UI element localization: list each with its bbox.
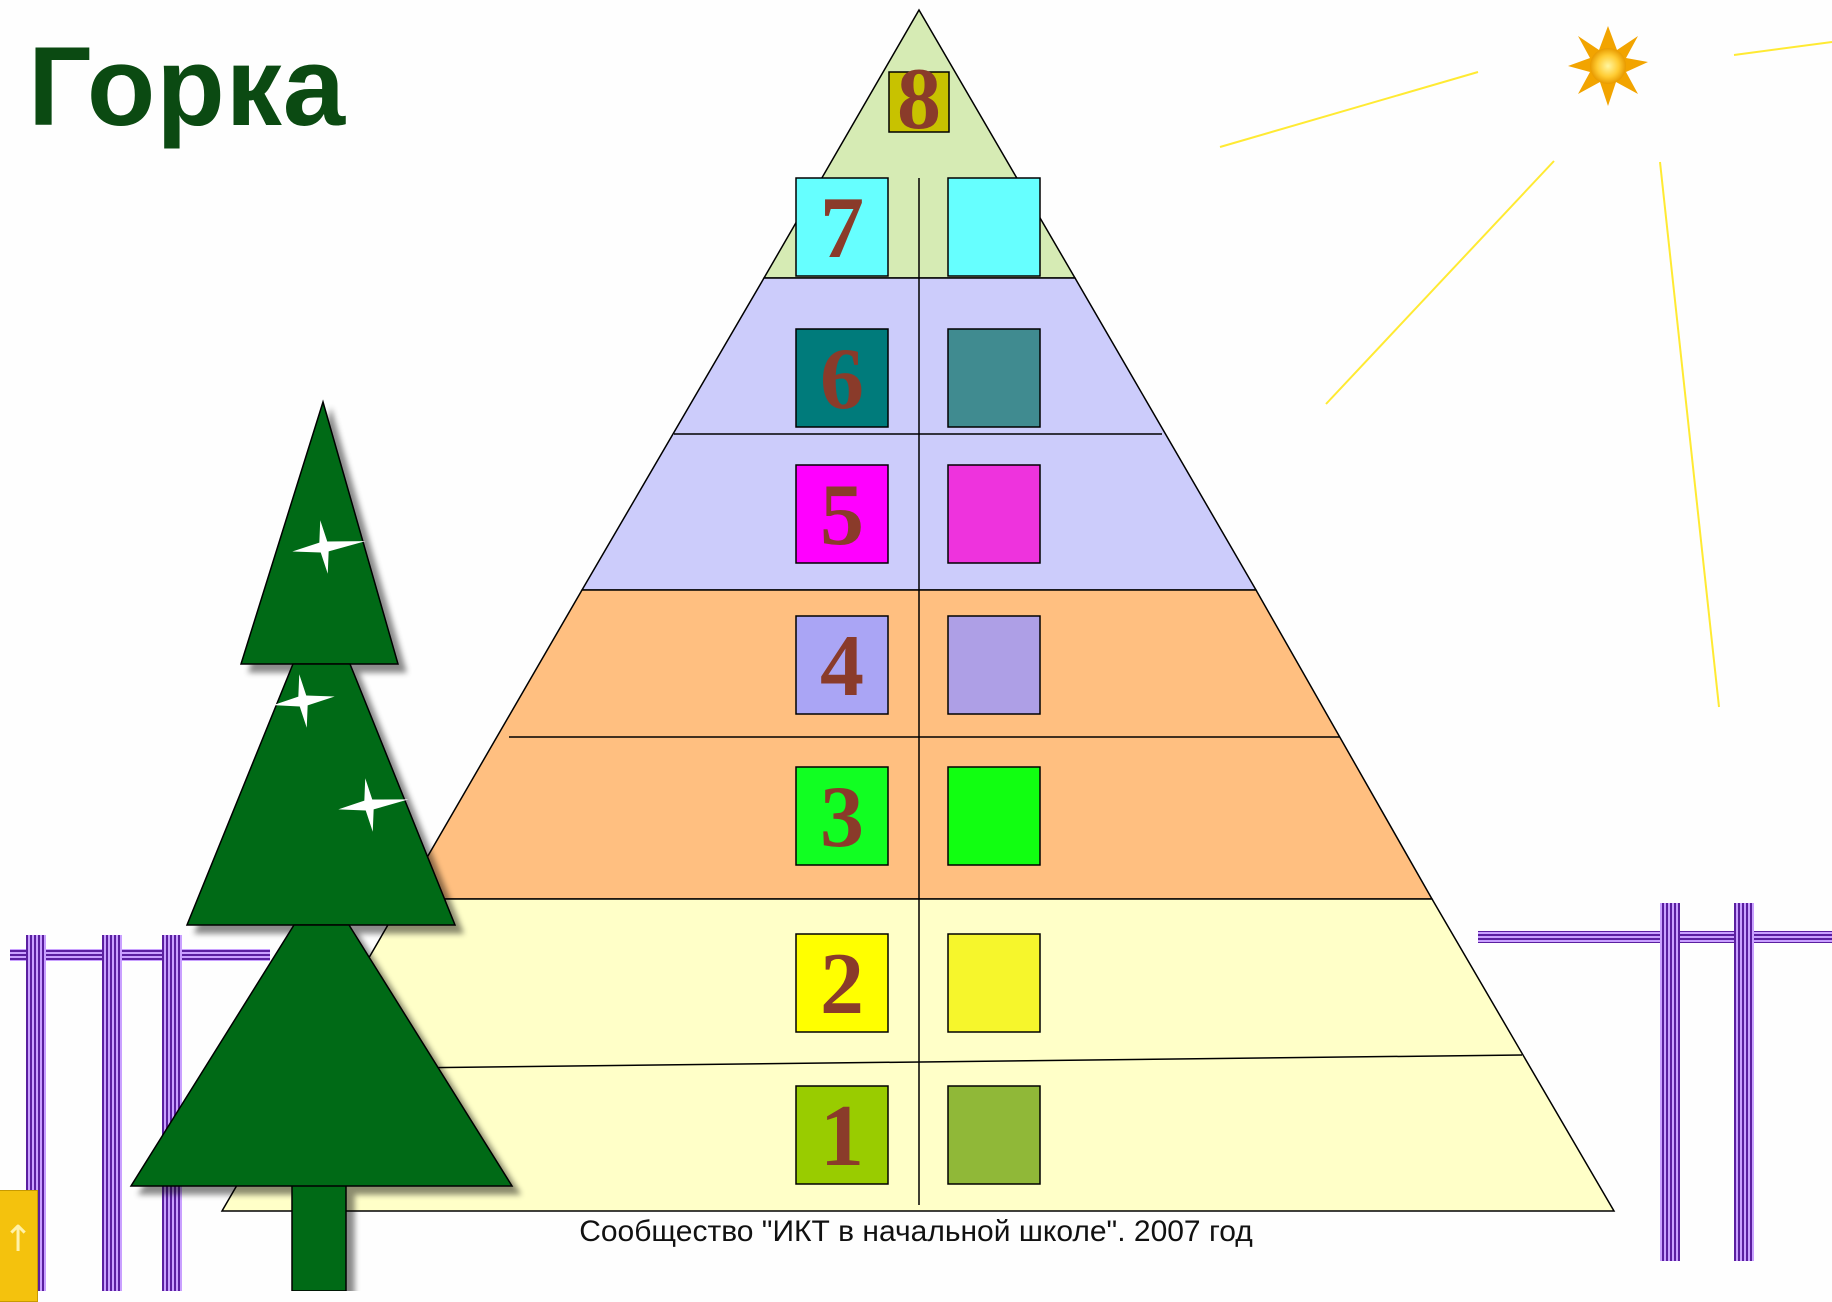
step-5-left-square[interactable] [795,464,889,564]
step-8-number: 8 [897,51,941,148]
steps: 87 6 5 4 3 2 1 [795,51,1041,1185]
step-8-left-square[interactable] [888,71,950,133]
tree-stars [273,520,409,832]
step-1-right-square[interactable] [947,1085,1041,1185]
band-orange [401,589,1434,900]
step-5-number: 5 [820,467,864,564]
step-1-number: 1 [820,1088,864,1185]
step-4-left-square[interactable] [795,615,889,715]
fence-left [10,935,270,1291]
step-2-right-square[interactable] [947,933,1041,1033]
step-1-left-square[interactable] [795,1085,889,1185]
page-title: Горка [28,24,347,149]
sun-icon [1568,26,1648,106]
home-arrow-icon: ↑ [3,1219,34,1260]
step-7-number: 7 [820,180,864,277]
step-2-left-square[interactable] [795,933,889,1033]
fence-right [1478,903,1832,1261]
footer-credit: Сообщество "ИКТ в начальной школе". 2007… [579,1215,1253,1248]
step-3-left-square[interactable] [795,766,889,866]
star-icon [338,778,409,832]
star-icon [273,674,335,728]
step-3-right-square[interactable] [947,766,1041,866]
step-3-number: 3 [820,769,864,866]
divider-2-1 [311,1054,1523,1070]
step-6-number: 6 [820,331,864,428]
step-6-right-square[interactable] [947,328,1041,428]
step-4-number: 4 [820,618,864,715]
fir-tree [129,399,514,1291]
step-2-number: 2 [820,936,864,1033]
step-6-left-square[interactable] [795,328,889,428]
step-7-right-square[interactable] [947,177,1041,277]
step-4-right-square[interactable] [947,615,1041,715]
home-button[interactable]: ↑ [0,1190,38,1302]
sun-rays [1219,41,1832,708]
pyramid [220,8,1616,1212]
star-icon [292,520,366,574]
step-7-left-square[interactable] [795,177,889,277]
step-5-right-square[interactable] [947,464,1041,564]
